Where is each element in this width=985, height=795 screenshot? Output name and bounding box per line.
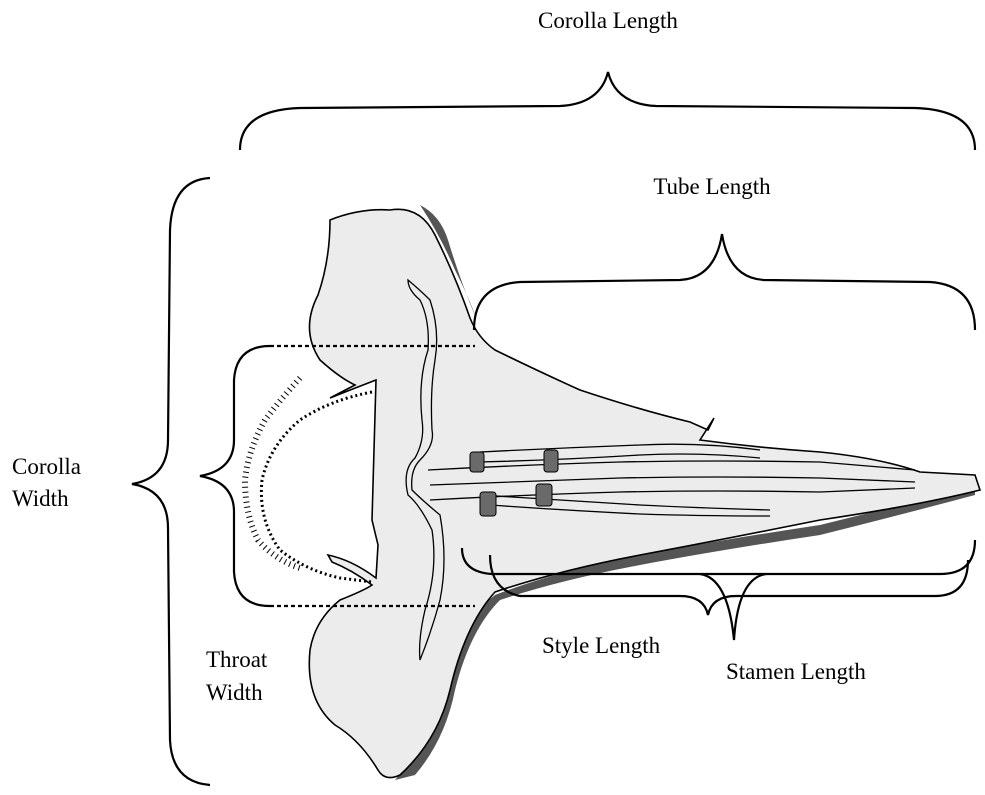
throat-width-label-line1: Throat (206, 647, 268, 672)
anther-upper-1 (470, 452, 484, 472)
stamen-length-label: Stamen Length (726, 659, 866, 684)
anther-lower-2 (536, 484, 552, 506)
corolla-width-label-line2: Width (12, 486, 69, 511)
corolla-length-bracket (240, 72, 975, 150)
corolla-width-bracket (132, 178, 210, 785)
corolla-length-label: Corolla Length (538, 8, 678, 33)
anther-lower-1 (480, 492, 496, 516)
flower-illustration (245, 205, 980, 780)
throat-width-label-line2: Width (206, 680, 263, 705)
corolla-width-label-line1: Corolla (12, 454, 81, 479)
tube-length-label: Tube Length (653, 174, 771, 199)
corolla-outline (309, 209, 980, 777)
tube-length-bracket (474, 234, 975, 330)
throat-hairs (261, 392, 372, 582)
anther-upper-2 (544, 450, 558, 472)
style-length-label: Style Length (542, 633, 661, 658)
